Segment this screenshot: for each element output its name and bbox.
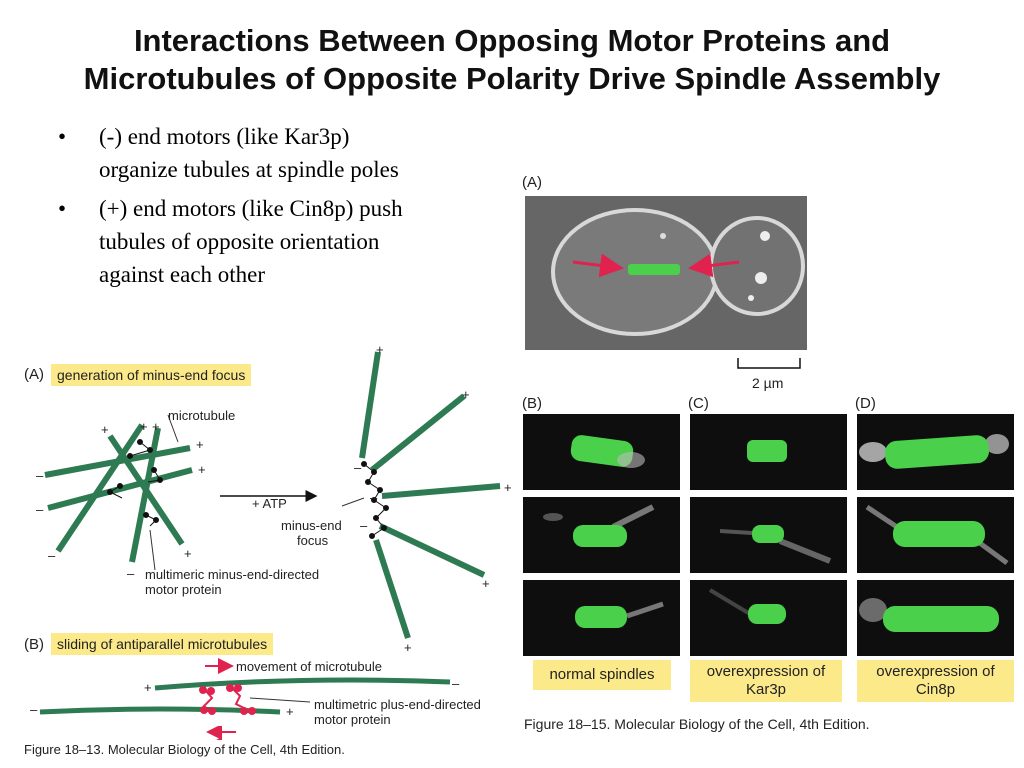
plus-end-mark: +: [196, 437, 204, 452]
fig15-caption: Figure 18–15. Molecular Biology of the C…: [524, 716, 870, 732]
microtubule-tangle: [44, 423, 193, 563]
plus-end-mark: +: [101, 422, 109, 437]
microtubule: [370, 393, 466, 473]
minus-end-mark: –: [48, 548, 56, 563]
tag-overexpression-cin8p: overexpression of Cin8p: [857, 660, 1014, 702]
focus-motors: [361, 461, 389, 539]
slide-title-line-1: Interactions Between Opposing Motor Prot…: [133, 23, 891, 58]
micrograph-kar3p-1: [690, 414, 847, 490]
plus-end-mark: +: [462, 387, 470, 402]
slide-title: Interactions Between Opposing Motor Prot…: [0, 22, 1024, 98]
fig15-panel-d-letter: (D): [855, 395, 876, 412]
tag-kar3p-line-1: overexpression of: [706, 663, 826, 680]
minus-end-mark: –: [354, 460, 362, 475]
fig13-panel-a-diagram: [44, 351, 501, 639]
microtubule-label: microtubule: [168, 408, 236, 423]
plus-end-mark: +: [144, 680, 152, 695]
fig15-panel-a-letter: (A): [522, 174, 542, 191]
fig13-panel-a-title: generation of minus-end focus: [51, 364, 252, 386]
microtubule-aster: [359, 351, 501, 639]
plus-end-mark: +: [198, 462, 206, 477]
micrograph-kar3p-3: [690, 580, 847, 656]
bullet-line: tubules of opposite orientation: [99, 229, 380, 254]
bullet-item-minus-motors: • (-) end motors (like Kar3p) organize t…: [58, 120, 498, 186]
plus-motor-label-line-2: motor protein: [314, 712, 391, 727]
tag-cin8p-line-2: Cin8p: [915, 681, 956, 698]
bullet-line: (-) end motors (like Kar3p): [99, 124, 350, 149]
plus-end-mark: +: [184, 546, 192, 561]
bud-cell: [709, 216, 805, 316]
micrograph-cin8p-1: [857, 414, 1014, 490]
microtubule: [359, 351, 381, 459]
bullet-list: • (-) end motors (like Kar3p) organize t…: [58, 120, 498, 297]
movement-label: movement of microtubule: [236, 659, 382, 674]
scale-bar-label: 2 µm: [752, 375, 784, 391]
tag-cin8p-line-1: overexpression of: [876, 663, 995, 680]
bullet-line: (+) end motors (like Cin8p) push: [99, 196, 403, 221]
micrograph-cin8p-3: [857, 580, 1014, 656]
bullet-dot: •: [58, 196, 67, 221]
minus-end-mark: –: [30, 702, 38, 717]
minus-end-mark: –: [36, 502, 44, 517]
microtubule: [378, 523, 486, 578]
micrograph-kar3p-2: [690, 497, 847, 573]
plus-end-mark: +: [140, 419, 148, 434]
minus-end-mark: –: [452, 676, 460, 691]
minus-end-mark: –: [360, 518, 368, 533]
plus-motor-label-line-1: multimetric plus-end-directed: [314, 697, 481, 712]
tag-normal-spindles: normal spindles: [533, 660, 671, 690]
bullet-line: against each other: [99, 262, 266, 287]
microtubule: [129, 427, 161, 563]
microtubule: [55, 423, 145, 553]
plus-end-mark: +: [376, 342, 384, 357]
micrograph-normal-2: [523, 497, 680, 573]
minus-end-motors: [107, 439, 163, 527]
plus-end-mark: +: [482, 576, 490, 591]
red-arrow-left: [572, 253, 624, 278]
fig15-panel-b-letter: (B): [522, 395, 542, 412]
tag-overexpression-kar3p: overexpression of Kar3p: [690, 660, 842, 702]
bullet-dot: •: [58, 124, 67, 149]
micrograph-normal-3: [523, 580, 680, 656]
scale-bar: [737, 358, 801, 369]
minus-motor-label-line-2: motor protein: [145, 582, 222, 597]
bullet-item-plus-motors: • (+) end motors (like Cin8p) push tubul…: [58, 192, 498, 291]
microtubule-upper: [154, 677, 451, 691]
microtubule: [381, 483, 501, 499]
fig13-caption: Figure 18–13. Molecular Biology of the C…: [24, 742, 345, 757]
atp-label: + ATP: [252, 496, 287, 511]
microtubule: [373, 539, 411, 639]
bullet-line: organize tubules at spindle poles: [99, 157, 399, 182]
plus-end-mark: +: [152, 419, 160, 434]
fig13-panel-b-diagram: [39, 658, 451, 740]
plus-end-mark: +: [286, 704, 294, 719]
spindle-green: [628, 264, 680, 275]
plus-end-mark: +: [404, 640, 412, 655]
fig13-panel-a-letter: (A): [24, 366, 44, 383]
minus-end-focus-label-line-2: focus: [297, 533, 329, 548]
minus-end-mark: –: [127, 566, 135, 581]
movement-arrow-left: [206, 726, 236, 740]
yeast-cell-image: [525, 196, 807, 350]
plus-end-mark: +: [504, 480, 512, 495]
minus-motor-label-line-1: multimeric minus-end-directed: [145, 567, 320, 582]
fig13-panel-b-letter: (B): [24, 636, 44, 653]
red-arrow-right: [688, 253, 740, 278]
tag-kar3p-line-2: Kar3p: [745, 681, 787, 698]
fig13-panel-b-title: sliding of antiparallel microtubules: [51, 633, 274, 655]
minus-end-mark: –: [370, 490, 378, 505]
plus-end-motors: [199, 684, 256, 715]
tag-normal-spindles-text: normal spindles: [549, 666, 655, 683]
fig15-panel-c-letter: (C): [688, 395, 709, 412]
micrograph-normal-1: [523, 414, 680, 490]
slide-title-line-2: Microtubules of Opposite Polarity Drive …: [83, 61, 941, 96]
minus-end-mark: –: [36, 468, 44, 483]
minus-end-focus-label-line-1: minus-end: [281, 518, 342, 533]
micrograph-cin8p-2: [857, 497, 1014, 573]
budding-yeast-micrograph: [525, 196, 807, 350]
